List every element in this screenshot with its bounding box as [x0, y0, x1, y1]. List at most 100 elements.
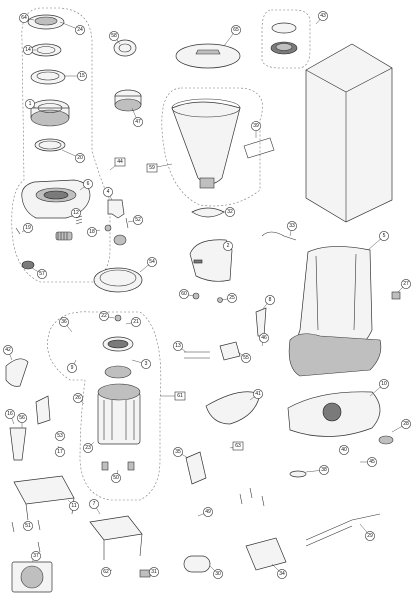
callout-marker-3 [141, 359, 151, 369]
shaft-13 [184, 351, 210, 359]
callout-label-61: 61 [177, 393, 183, 399]
callout-20: 20 [61, 149, 85, 163]
callout-45: 45 [360, 457, 377, 467]
bolt-25 [217, 297, 223, 303]
callout-label-5: 5 [383, 233, 386, 239]
callout-label-46: 46 [261, 335, 267, 341]
callout-label-47: 47 [135, 119, 141, 125]
callout-43: 43 [315, 11, 328, 25]
callout-marker-2 [223, 241, 233, 251]
callout-label-7: 7 [93, 501, 96, 507]
callout-marker-16 [5, 409, 15, 419]
callout-marker-35 [173, 447, 183, 457]
callout-65: 65 [223, 25, 241, 47]
callout-marker-61 [174, 391, 186, 401]
lower-burr-disc [113, 39, 137, 57]
callout-25: 25 [221, 293, 237, 303]
screws-48 [239, 487, 265, 507]
callout-60: 60 [179, 289, 195, 299]
callout-14: 14 [23, 45, 36, 55]
fork-holder-55 [219, 341, 241, 361]
callout-label-33: 33 [289, 223, 295, 229]
callout-24: 24 [59, 21, 85, 35]
foot-28 [378, 435, 394, 445]
base-plate-10 [287, 391, 381, 437]
screw-18 [104, 224, 112, 232]
callout-label-56: 56 [19, 415, 25, 421]
callout-marker-53 [55, 431, 65, 441]
callout-marker-24 [75, 25, 85, 35]
callout-label-25: 25 [229, 295, 235, 301]
callout-marker-14 [23, 45, 33, 55]
callout-marker-22 [99, 311, 109, 321]
callout-marker-26 [73, 393, 83, 403]
callout-15: 15 [64, 71, 87, 81]
callout-marker-25 [227, 293, 237, 303]
callout-label-13: 13 [175, 343, 181, 349]
callout-54: 54 [139, 257, 157, 273]
callout-marker-15 [77, 71, 87, 81]
callout-marker-51 [23, 521, 33, 531]
front-panel [189, 239, 233, 282]
callout-marker-56 [17, 413, 27, 423]
callout-label-38: 38 [321, 467, 327, 473]
callout-label-23: 23 [85, 445, 91, 451]
callout-29: 29 [359, 523, 375, 541]
callout-marker-28 [401, 419, 411, 429]
motor-foot-left [101, 461, 109, 471]
callout-marker-41 [253, 389, 263, 399]
callout-marker-60 [179, 289, 189, 299]
callout-marker-33 [287, 221, 297, 231]
callout-marker-17 [55, 447, 65, 457]
callout-58: 58 [109, 31, 121, 45]
callout-marker-63 [232, 441, 244, 451]
fan-37 [11, 561, 53, 593]
callout-42: 42 [3, 345, 13, 361]
callout-label-27: 27 [403, 281, 409, 287]
chute-42 [5, 358, 29, 387]
callout-label-50: 50 [113, 475, 119, 481]
callout-layer: 6424141512064121833251917575847653959322… [3, 11, 411, 579]
callout-label-34: 34 [279, 571, 285, 577]
callout-marker-46 [259, 333, 269, 343]
callout-19: 19 [21, 223, 33, 233]
callout-label-65: 65 [233, 27, 239, 33]
callout-marker-38 [319, 465, 329, 475]
bracket-8 [255, 307, 267, 337]
callout-18: 18 [87, 227, 101, 237]
callout-34: 34 [271, 563, 287, 579]
callout-label-55: 55 [243, 355, 249, 361]
callout-label-57: 57 [39, 271, 45, 277]
callout-40: 40 [339, 445, 349, 455]
callout-label-42: 42 [5, 347, 11, 353]
callout-label-19: 19 [25, 225, 31, 231]
callout-marker-8 [265, 295, 275, 305]
group-outline-motor-assembly [47, 311, 162, 501]
lower-burr-3 [102, 336, 134, 352]
callout-30: 30 [209, 565, 223, 579]
callout-39: 39 [251, 121, 261, 138]
callout-label-26: 26 [75, 395, 81, 401]
callout-label-39: 39 [253, 123, 259, 129]
callout-38: 38 [305, 465, 329, 475]
adjustment-worm-gear [55, 231, 73, 241]
callout-23: 23 [83, 441, 95, 453]
callout-label-11: 11 [71, 503, 76, 509]
callout-47: 47 [131, 107, 143, 127]
group-outline-hopper [161, 87, 263, 207]
callout-label-41: 41 [255, 391, 261, 397]
switch-27 [391, 291, 401, 300]
callout-label-54: 54 [149, 259, 155, 265]
grinder-body-housing [288, 246, 382, 377]
callout-10: 10 [369, 379, 389, 397]
drip-tray-41 [205, 391, 261, 425]
callout-label-30: 30 [215, 571, 221, 577]
mount-frame-11 [13, 475, 75, 521]
callout-46: 46 [259, 333, 269, 347]
circuit-board-34 [245, 537, 287, 571]
callout-label-49: 49 [205, 509, 211, 515]
callout-9: 9 [67, 359, 77, 373]
cam-35 [185, 451, 207, 485]
callout-41: 41 [249, 389, 263, 401]
callout-marker-50 [111, 473, 121, 483]
